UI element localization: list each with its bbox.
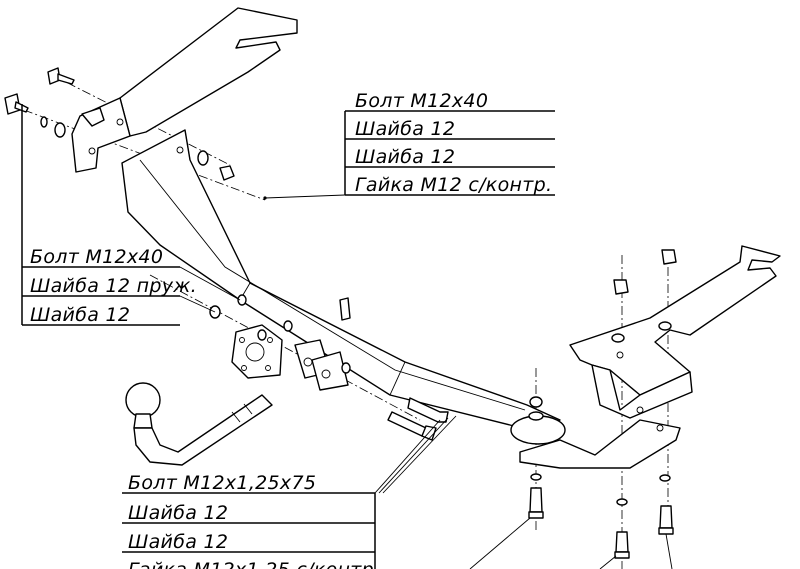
callout-bottom-line-2: Шайба 12 [128,502,228,524]
callout-top-right-line-1: Болт М12х40 [355,90,488,112]
callout-bottom-line-1: Болт М12х1,25х75 [128,472,316,494]
tow-ball-hook [125,382,273,466]
callout-top-right-line-2: Шайба 12 [355,118,455,140]
callout-left-line-3: Шайба 12 [30,304,130,326]
callout-bottom-line-4: Гайка М12х1,25 с/контр. [128,559,380,569]
callout-bottom: Болт М12х1,25х75 Шайба 12 Шайба 12 Гайка… [122,415,673,569]
callout-top-right-line-4: Гайка М12 с/контр. [355,174,552,196]
callout-top-right-line-3: Шайба 12 [355,146,455,168]
left-mounting-bracket [71,7,298,173]
fasteners [4,67,677,559]
callout-bottom-line-3: Шайба 12 [128,531,228,553]
callout-left-line-2: Шайба 12 пруж. [30,275,197,297]
socket-plate [231,324,349,391]
callout-left-line-1: Болт М12х40 [30,246,163,268]
callout-left: Болт М12х40 Шайба 12 пруж. Шайба 12 [21,104,241,326]
callout-top-right: Болт М12х40 Шайба 12 Шайба 12 Гайка М12 … [263,90,555,200]
right-mounting-bracket [510,245,781,469]
